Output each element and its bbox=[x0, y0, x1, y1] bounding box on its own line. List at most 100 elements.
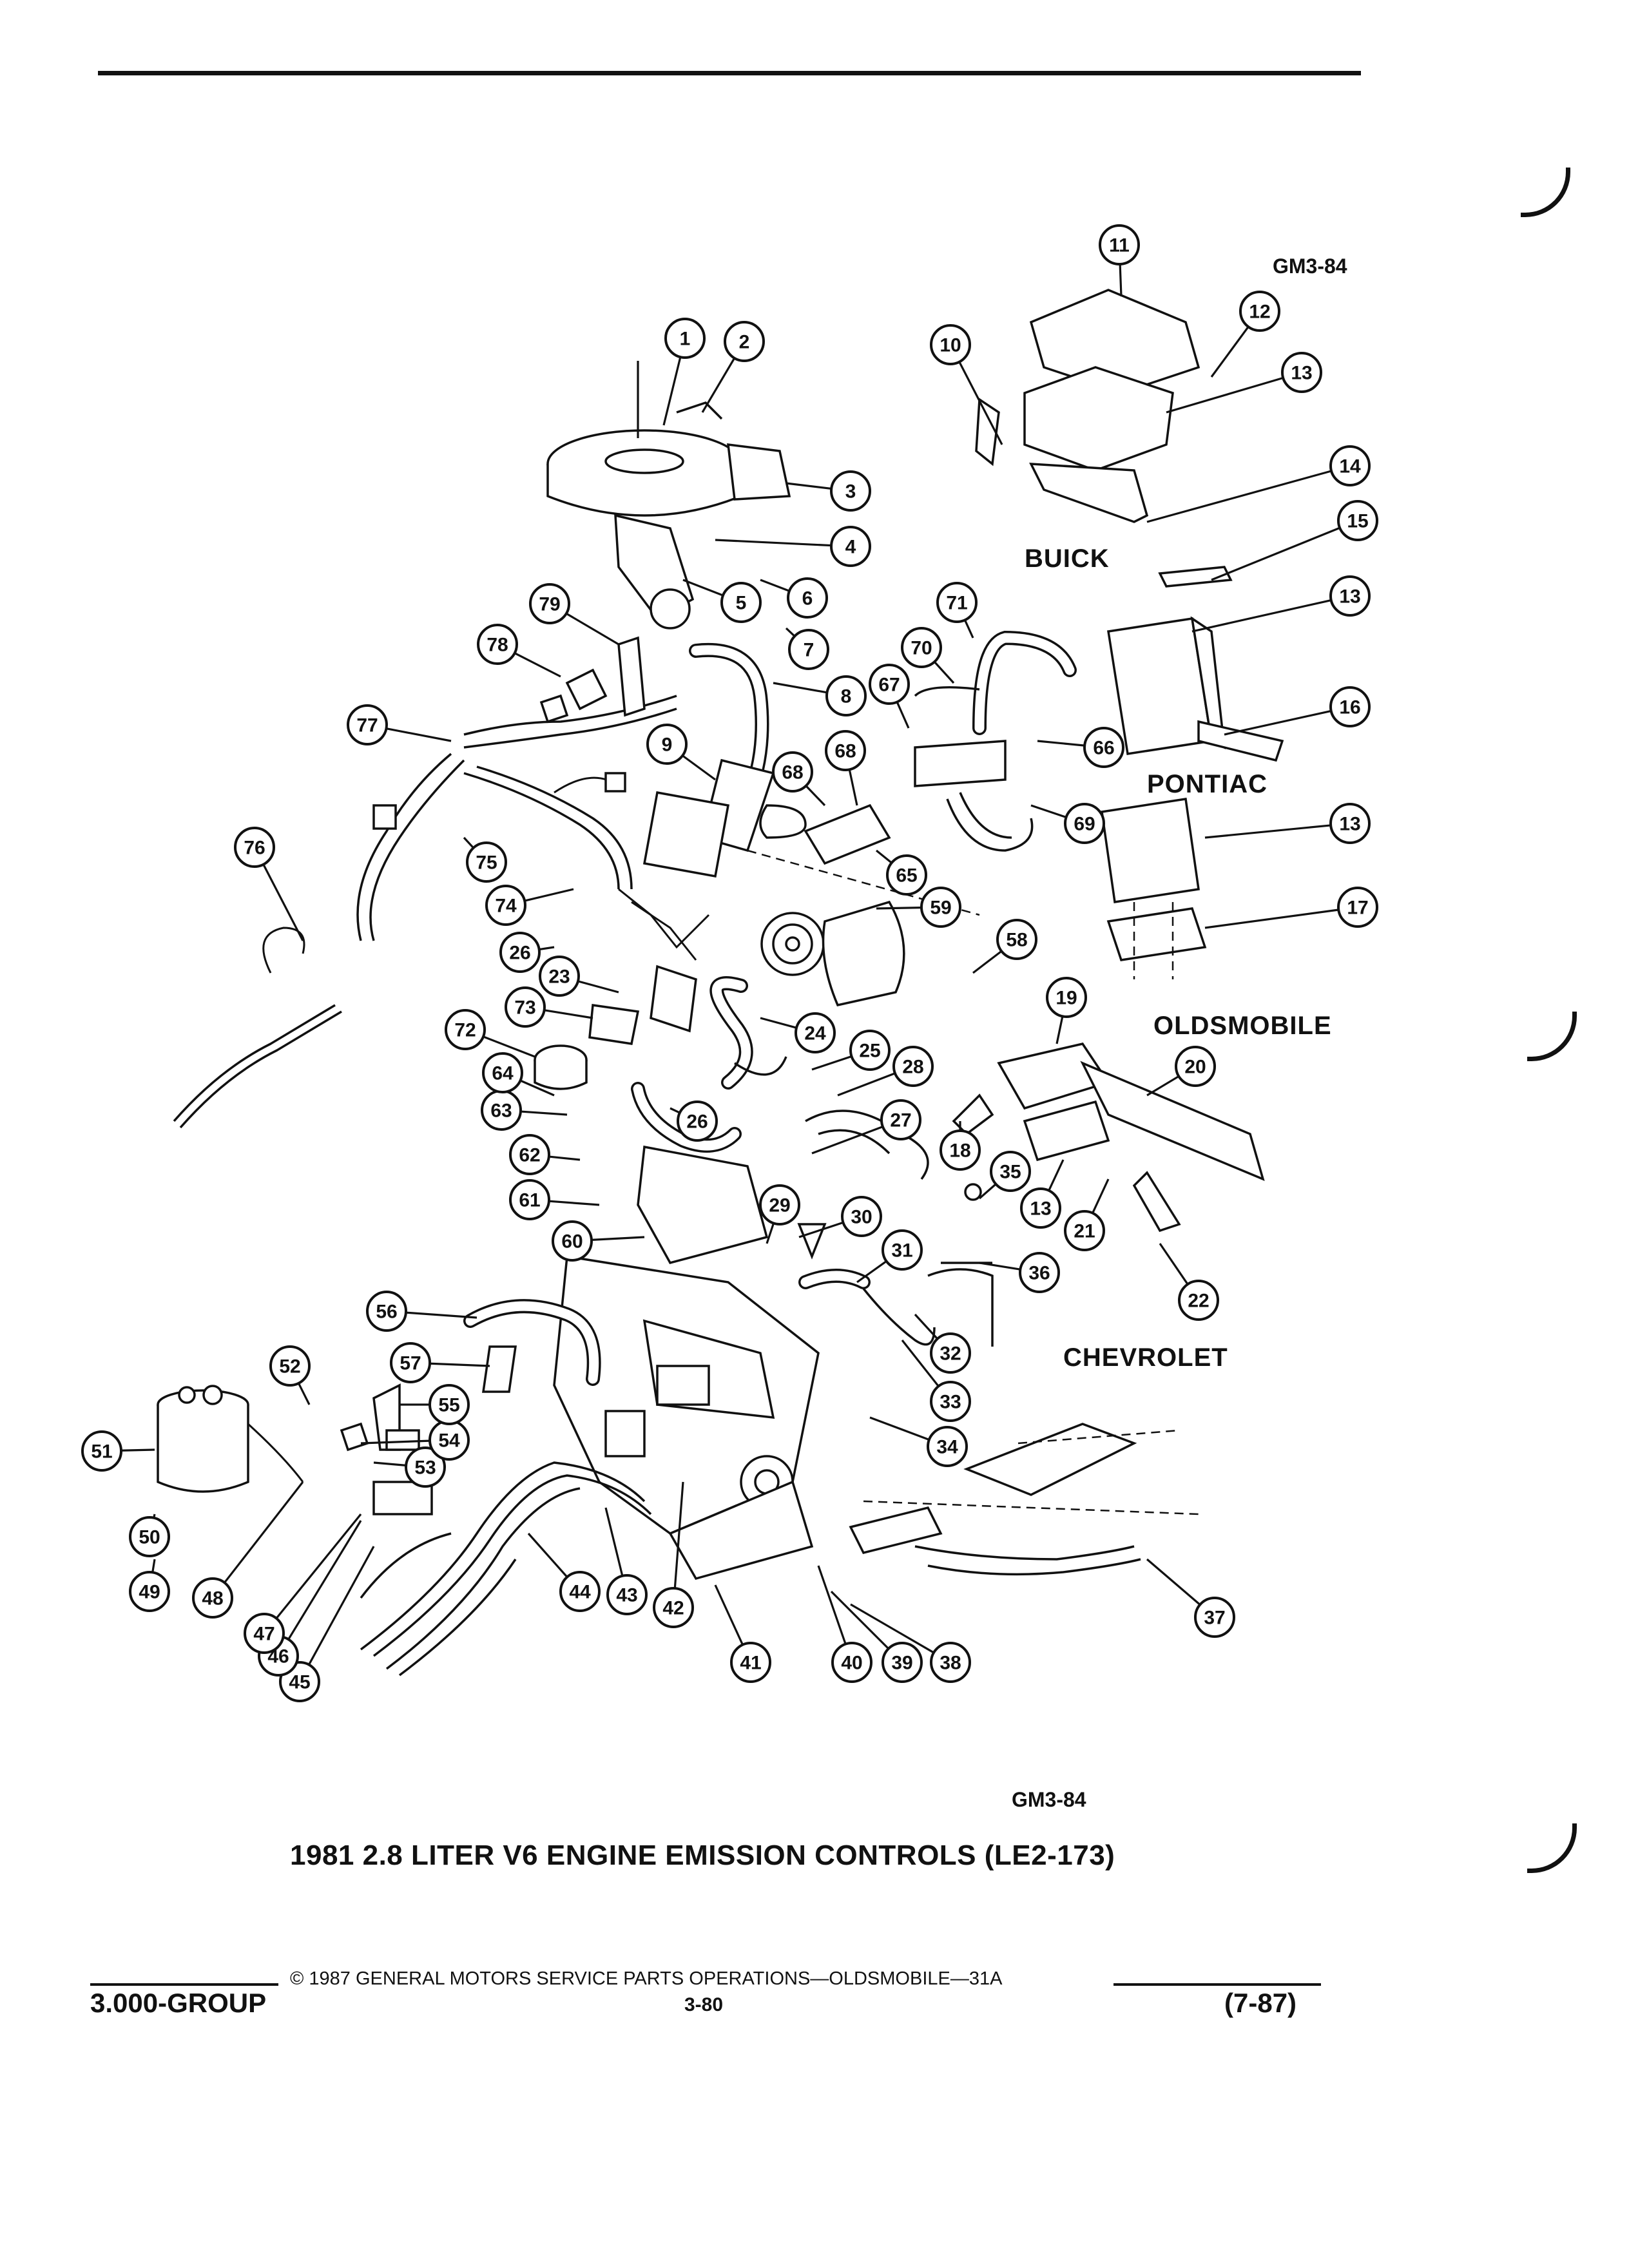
callout-circle bbox=[81, 1430, 122, 1472]
callout-leader-77 bbox=[386, 727, 452, 742]
callout-number: 13 bbox=[1339, 814, 1360, 835]
callout-leader-16 bbox=[1224, 709, 1332, 736]
callout-leader-73 bbox=[544, 1009, 593, 1019]
callout-73: 73 bbox=[505, 986, 546, 1028]
callout-number: 41 bbox=[740, 1653, 761, 1674]
callout-leader-66 bbox=[1037, 740, 1085, 747]
callout-number: 40 bbox=[841, 1653, 862, 1674]
callout-number: 61 bbox=[519, 1190, 540, 1211]
callout-circle bbox=[234, 827, 275, 868]
callout-leader-60 bbox=[591, 1236, 645, 1241]
callout-circle bbox=[129, 1516, 170, 1557]
callout-circle bbox=[1178, 1280, 1219, 1321]
callout-55: 55 bbox=[429, 1384, 470, 1425]
callout-circle bbox=[499, 932, 541, 973]
callout-5: 5 bbox=[720, 582, 762, 623]
callout-number: 2 bbox=[739, 332, 750, 353]
callout-10: 10 bbox=[930, 324, 971, 365]
callout-leader-24 bbox=[760, 1017, 797, 1029]
callout-leader-26 bbox=[539, 946, 555, 951]
callout-22: 22 bbox=[1178, 1280, 1219, 1321]
callout-circle bbox=[539, 956, 580, 997]
callout-number: 68 bbox=[782, 762, 803, 783]
callout-circle bbox=[606, 1574, 648, 1615]
callout-44: 44 bbox=[559, 1571, 601, 1612]
callout-leader-35 bbox=[978, 1183, 997, 1200]
ecm-pontiac-illustration bbox=[1106, 566, 1284, 762]
callout-leader-52 bbox=[297, 1383, 311, 1405]
callout-number: 26 bbox=[509, 943, 530, 964]
callout-23: 23 bbox=[539, 956, 580, 997]
callout-circle bbox=[129, 1571, 170, 1612]
callout-circle bbox=[930, 1642, 971, 1683]
callout-number: 23 bbox=[548, 966, 570, 988]
callout-7: 7 bbox=[788, 629, 829, 670]
callout-number: 50 bbox=[139, 1527, 160, 1548]
callout-64: 64 bbox=[482, 1052, 523, 1093]
callout-number: 68 bbox=[834, 741, 856, 762]
callout-number: 62 bbox=[519, 1145, 540, 1166]
callout-circle bbox=[366, 1291, 407, 1332]
callout-number: 17 bbox=[1347, 898, 1368, 919]
callout-circle bbox=[1329, 686, 1371, 727]
callout-circle bbox=[677, 1100, 718, 1142]
callout-21: 21 bbox=[1064, 1210, 1105, 1251]
callout-number: 39 bbox=[891, 1653, 912, 1674]
callout-number: 8 bbox=[841, 686, 852, 707]
callout-8: 8 bbox=[825, 675, 867, 716]
callout-leader-28 bbox=[837, 1072, 896, 1097]
callout-27: 27 bbox=[880, 1099, 921, 1140]
callout-78: 78 bbox=[477, 624, 518, 665]
callout-leader-25 bbox=[811, 1055, 853, 1071]
callout-circle bbox=[920, 887, 961, 928]
callout-leader-69 bbox=[1030, 804, 1067, 818]
callout-leader-47 bbox=[275, 1513, 362, 1619]
ecm-oldsmobile-illustration bbox=[1101, 798, 1207, 979]
callout-circle bbox=[825, 675, 867, 716]
maker-label-oldsmobile: OLDSMOBILE bbox=[1153, 1012, 1332, 1040]
callout-37: 37 bbox=[1194, 1597, 1235, 1638]
callout-leader-57 bbox=[429, 1362, 490, 1367]
callout-number: 37 bbox=[1204, 1608, 1225, 1629]
callout-circle bbox=[1281, 352, 1322, 393]
lower-harness-illustration bbox=[360, 1461, 652, 1677]
callout-number: 25 bbox=[859, 1041, 880, 1062]
ecm-buick-illustration bbox=[975, 289, 1200, 523]
callout-25: 25 bbox=[849, 1030, 891, 1071]
callout-41: 41 bbox=[730, 1642, 771, 1683]
callout-6: 6 bbox=[787, 577, 828, 619]
callout-circle bbox=[1329, 445, 1371, 486]
callout-leader-42 bbox=[673, 1481, 684, 1589]
callout-29: 29 bbox=[759, 1184, 800, 1225]
callout-circle bbox=[787, 577, 828, 619]
maker-label-pontiac: PONTIAC bbox=[1147, 770, 1268, 798]
callout-circle bbox=[830, 526, 871, 567]
group-number: 3.000-GROUP bbox=[90, 1988, 267, 2018]
maker-label-chevrolet: CHEVROLET bbox=[1063, 1343, 1228, 1372]
callout-number: 12 bbox=[1249, 302, 1270, 323]
callout-leader-71 bbox=[963, 619, 974, 639]
callout-26: 26 bbox=[499, 932, 541, 973]
callout-circle bbox=[1083, 727, 1124, 768]
callout-9: 9 bbox=[646, 724, 688, 765]
callout-leader-79 bbox=[566, 612, 619, 646]
callout-leader-13 bbox=[1166, 376, 1284, 414]
callout-number: 48 bbox=[202, 1588, 223, 1610]
callout-circle bbox=[559, 1571, 601, 1612]
callout-number: 69 bbox=[1074, 814, 1095, 835]
callout-number: 56 bbox=[376, 1302, 397, 1323]
callout-number: 31 bbox=[891, 1240, 912, 1262]
callout-47: 47 bbox=[244, 1613, 285, 1654]
callout-leader-15 bbox=[1211, 526, 1340, 581]
callout-number: 79 bbox=[539, 594, 560, 615]
callout-circle bbox=[882, 1229, 923, 1271]
callout-number: 13 bbox=[1291, 363, 1312, 384]
callout-leader-22 bbox=[1159, 1243, 1189, 1285]
callout-circle bbox=[1239, 291, 1280, 332]
callout-circle bbox=[720, 582, 762, 623]
copyright-line: © 1987 GENERAL MOTORS SERVICE PARTS OPER… bbox=[290, 1968, 1003, 1989]
callout-11: 11 bbox=[1099, 224, 1140, 265]
footer-rule bbox=[1113, 1983, 1321, 1986]
callout-circle bbox=[347, 704, 388, 745]
callout-circle bbox=[466, 841, 507, 883]
